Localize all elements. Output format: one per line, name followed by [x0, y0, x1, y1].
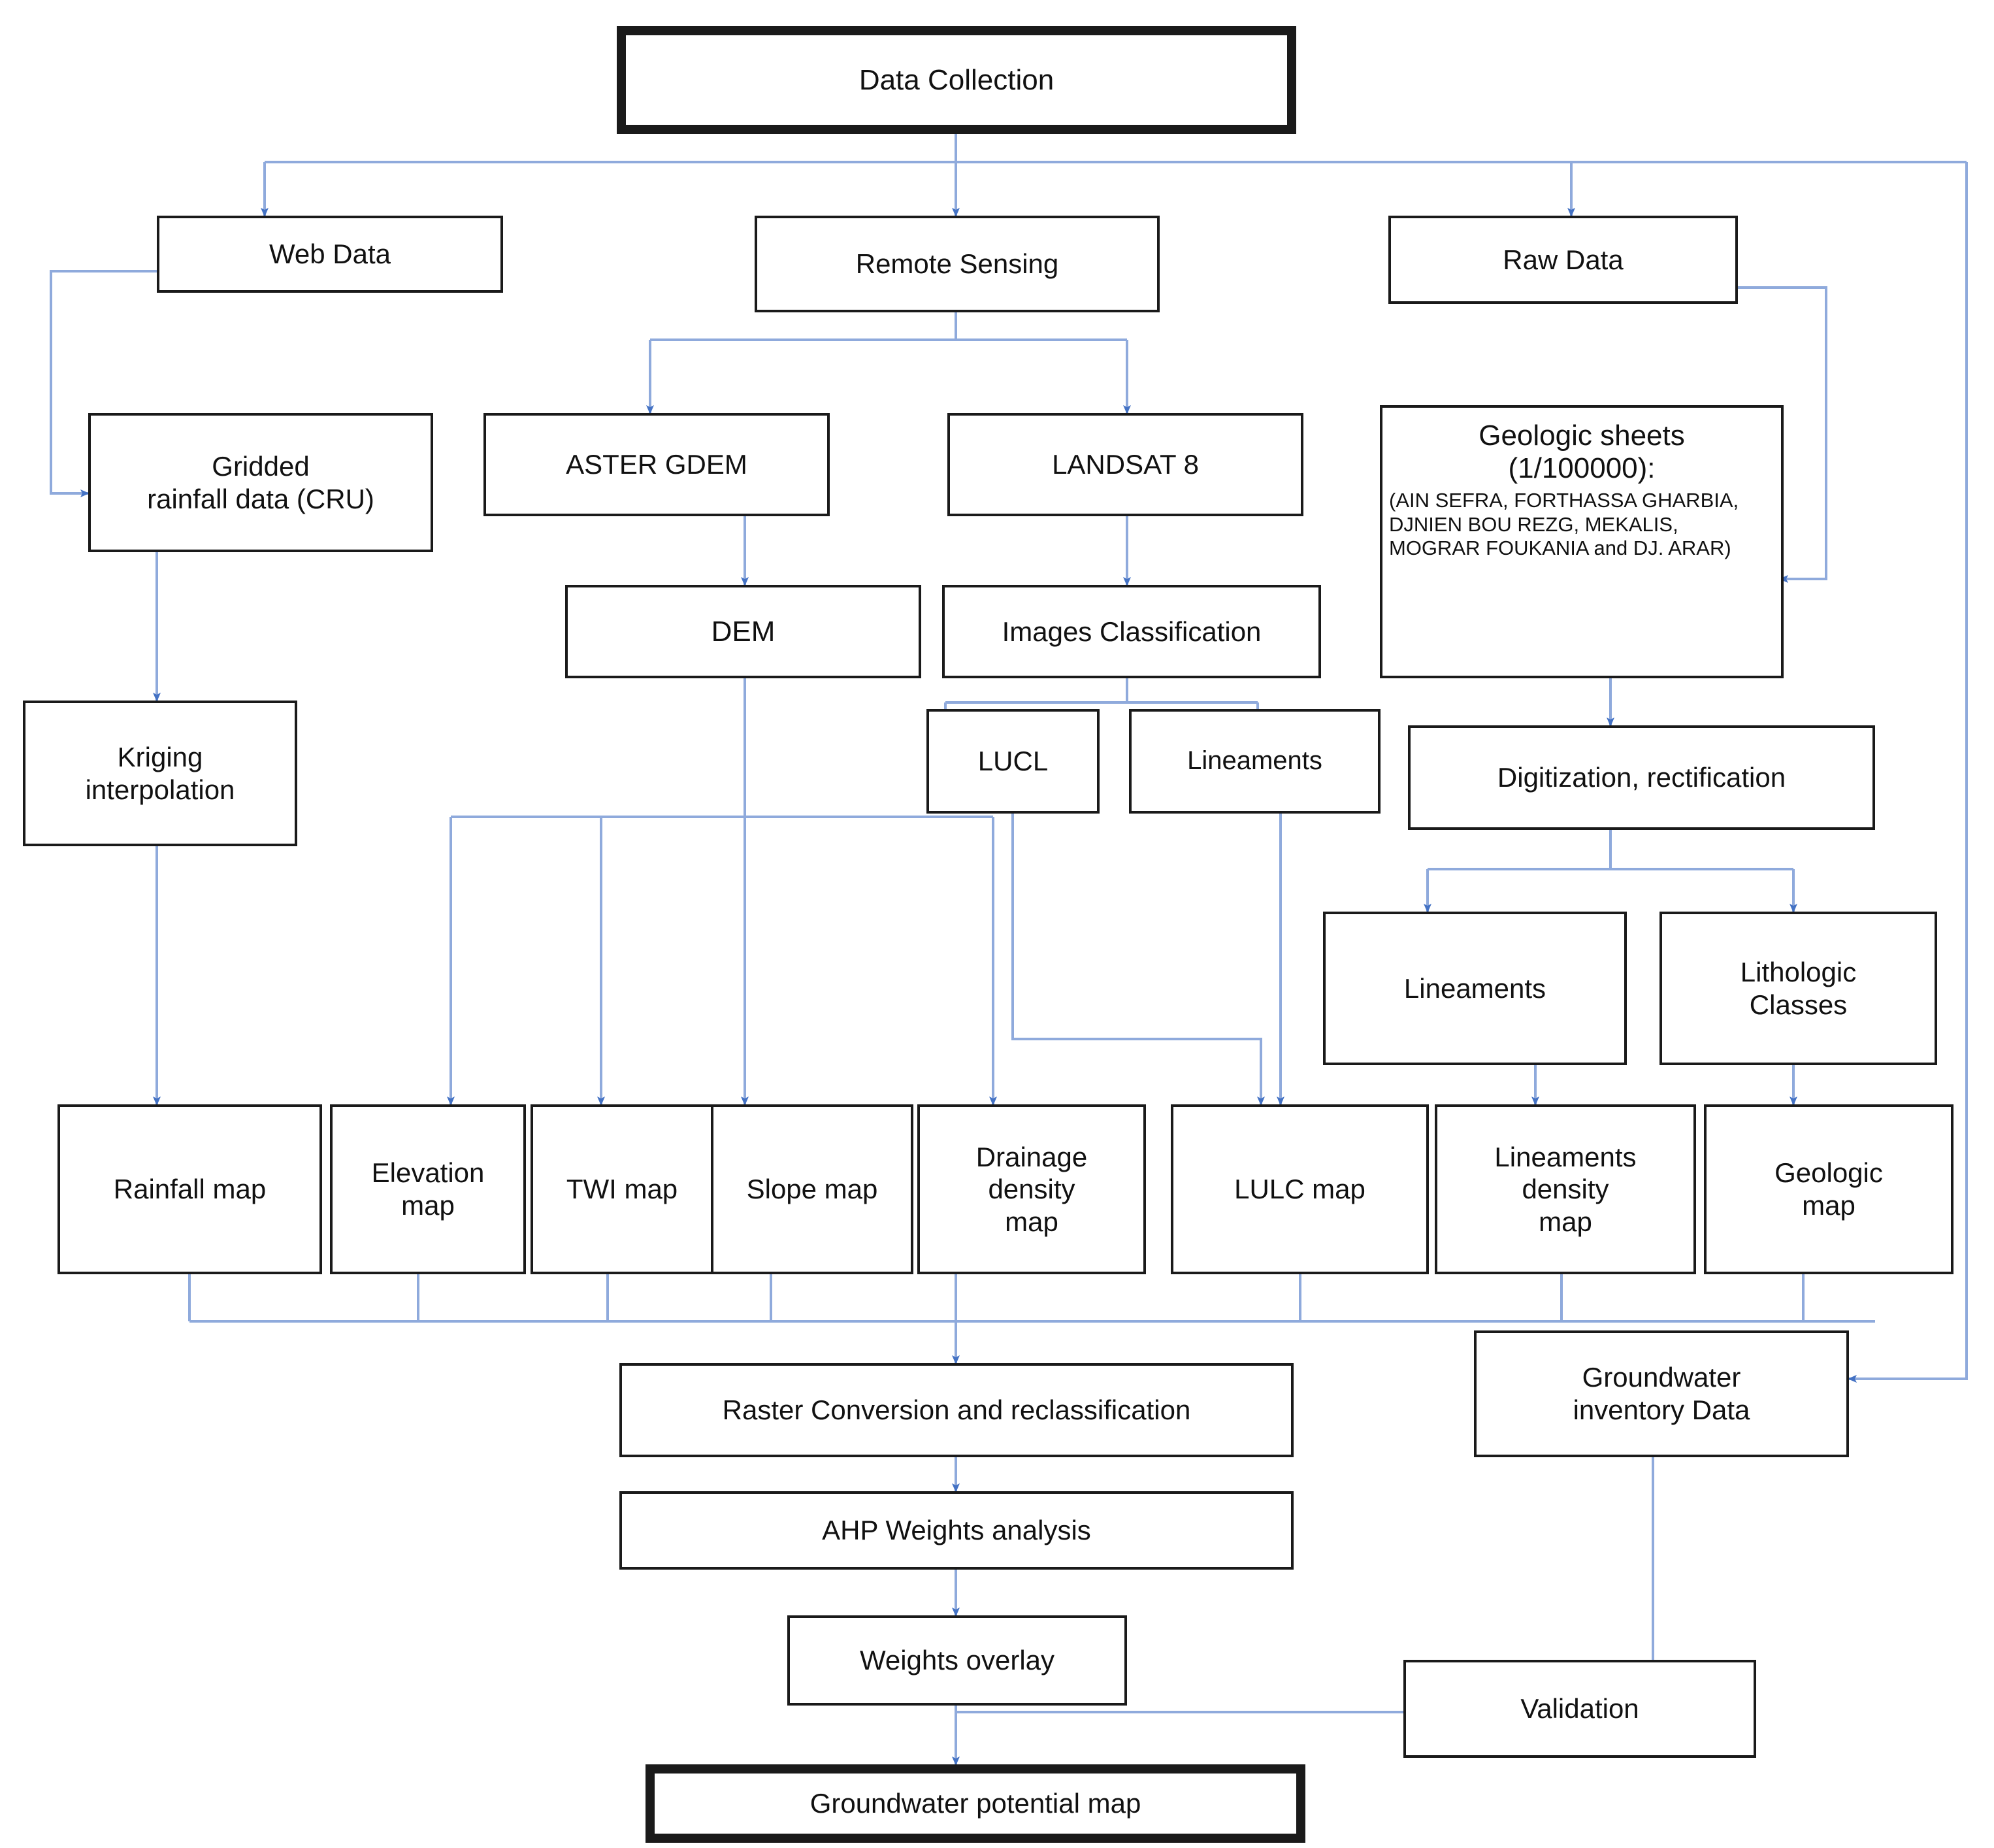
node-label: Raw Data [1503, 244, 1624, 275]
node-label: Groundwater potential map [809, 1788, 1141, 1819]
node-groundwater-potential-map[interactable]: Groundwater potential map [646, 1764, 1305, 1843]
node-label: LUCL [977, 746, 1049, 777]
node-lulc-map[interactable]: LULC map [1171, 1104, 1429, 1274]
node-groundwater-inventory-data[interactable]: Groundwater inventory Data [1474, 1330, 1849, 1457]
node-label: Raster Conversion and reclassification [722, 1394, 1191, 1426]
node-label: Weights overlay [859, 1645, 1055, 1676]
node-label: Lineaments [1403, 972, 1546, 1004]
node-gridded-rainfall-data[interactable]: Gridded rainfall data (CRU) [88, 413, 433, 552]
node-label: Lineaments density map [1494, 1141, 1637, 1237]
node-rainfall-map[interactable]: Rainfall map [57, 1104, 322, 1274]
node-aster-gdem[interactable]: ASTER GDEM [483, 413, 830, 516]
node-twi-map[interactable]: TWI map [531, 1104, 713, 1274]
node-label: ASTER GDEM [566, 449, 747, 480]
node-label: AHP Weights analysis [822, 1515, 1091, 1546]
node-weights-overlay[interactable]: Weights overlay [787, 1615, 1127, 1706]
node-label: Drainage density map [975, 1141, 1088, 1237]
node-label: Web Data [269, 239, 391, 270]
node-label: Lineaments [1187, 746, 1322, 776]
node-landsat-8[interactable]: LANDSAT 8 [947, 413, 1303, 516]
node-label: TWI map [566, 1174, 678, 1205]
node-web-data[interactable]: Web Data [157, 216, 503, 293]
node-data-collection[interactable]: Data Collection [617, 26, 1296, 134]
node-geologic-sheets[interactable]: Geologic sheets (1/100000): (AIN SEFRA, … [1380, 405, 1784, 678]
node-lineaments-geologic[interactable]: Lineaments [1323, 912, 1627, 1065]
node-kriging-interpolation[interactable]: Kriging interpolation [23, 701, 297, 846]
node-label: Kriging interpolation [85, 741, 235, 805]
node-digitization-rectification[interactable]: Digitization, rectification [1408, 725, 1875, 830]
node-raw-data[interactable]: Raw Data [1388, 216, 1738, 304]
node-label: Lithologic Classes [1740, 956, 1857, 1020]
node-label: LULC map [1234, 1174, 1365, 1205]
node-lithologic-classes[interactable]: Lithologic Classes [1659, 912, 1937, 1065]
node-lineaments-density-map[interactable]: Lineaments density map [1435, 1104, 1696, 1274]
geologic-sheets-title: Geologic sheets (1/100000): [1479, 420, 1685, 485]
node-label: LANDSAT 8 [1052, 449, 1199, 480]
node-label: Validation [1520, 1693, 1639, 1724]
node-label: DEM [711, 615, 776, 648]
node-geologic-map[interactable]: Geologic map [1704, 1104, 1953, 1274]
node-label: Slope map [746, 1174, 878, 1205]
node-lineaments-remote-sensing[interactable]: Lineaments [1129, 709, 1381, 814]
node-label: Elevation map [371, 1157, 485, 1221]
node-elevation-map[interactable]: Elevation map [330, 1104, 526, 1274]
node-slope-map[interactable]: Slope map [711, 1104, 913, 1274]
node-label: Geologic map [1774, 1157, 1883, 1221]
node-label: Rainfall map [113, 1174, 267, 1205]
node-drainage-density-map[interactable]: Drainage density map [917, 1104, 1146, 1274]
node-validation[interactable]: Validation [1403, 1660, 1756, 1758]
node-label: Gridded rainfall data (CRU) [147, 450, 374, 514]
node-remote-sensing[interactable]: Remote Sensing [755, 216, 1160, 312]
node-ahp-weights-analysis[interactable]: AHP Weights analysis [619, 1491, 1294, 1570]
geologic-sheets-list: (AIN SEFRA, FORTHASSA GHARBIA, DJNIEN BO… [1389, 489, 1739, 560]
node-lucl[interactable]: LUCL [926, 709, 1100, 814]
node-images-classification[interactable]: Images Classification [942, 585, 1321, 678]
node-label: Remote Sensing [855, 248, 1059, 280]
node-label: Groundwater inventory Data [1573, 1362, 1750, 1425]
node-label: Digitization, rectification [1497, 762, 1786, 793]
node-label: Images Classification [1002, 616, 1262, 647]
node-label: Data Collection [858, 63, 1054, 96]
node-raster-conversion-reclassification[interactable]: Raster Conversion and reclassification [619, 1363, 1294, 1457]
node-dem[interactable]: DEM [565, 585, 921, 678]
